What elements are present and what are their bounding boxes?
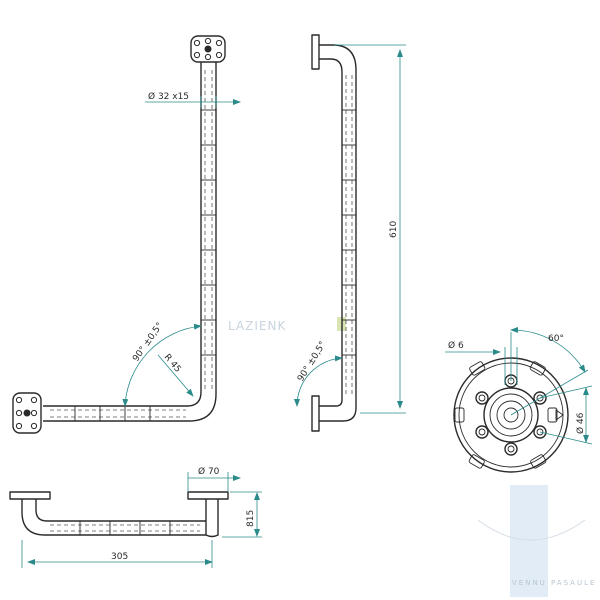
left-flange	[12, 392, 42, 434]
watermark-text: LAZIENK	[228, 319, 286, 333]
watermark: LAZIENK VENNU PASAULE	[228, 317, 596, 597]
hole-diameter-label: Ø 6	[448, 340, 464, 351]
side-view: 610 90° ±0,5°	[293, 34, 406, 432]
front-view: Ø 32 x15 90° ±0,5° R 45	[12, 35, 241, 434]
watermark-sub: VENNU PASAULE	[512, 579, 596, 587]
watermark-arc	[477, 519, 586, 541]
length-label: 305	[111, 552, 128, 562]
top-flange	[190, 35, 226, 63]
flange-detail: Ø 6 60° Ø 46	[445, 326, 593, 473]
height-label: 610	[389, 221, 399, 238]
top-view: Ø 70 815 305	[9, 466, 262, 568]
angle-side-label: 90° ±0,5°	[296, 340, 328, 384]
flange-diameter-label: Ø 70	[198, 466, 220, 477]
depth-label: 815	[246, 510, 256, 527]
bolt-circle-label: Ø 46	[575, 412, 586, 434]
watermark-bar	[510, 485, 548, 597]
bolt-angle-label: 60°	[548, 334, 564, 344]
tube-diameter-label: Ø 32 x15	[148, 91, 189, 102]
